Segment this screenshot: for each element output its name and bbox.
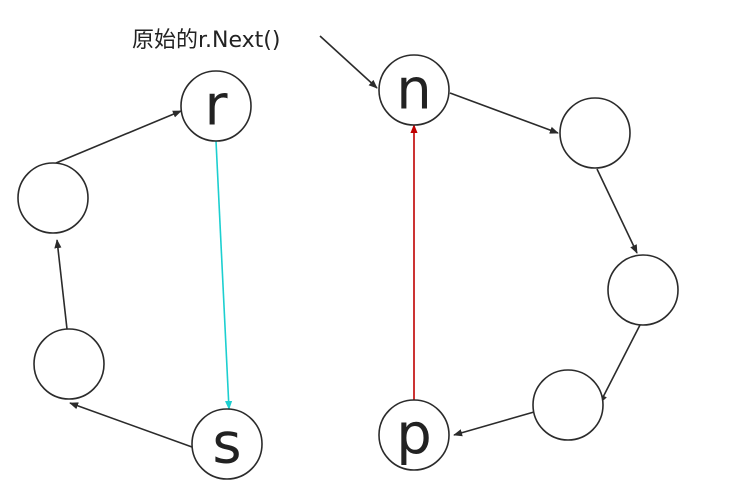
node-r: r: [180, 70, 252, 142]
node-p: p: [378, 399, 450, 471]
edge-r-to-s: [215, 140, 233, 410]
edge-s-to-left-lower: [69, 402, 193, 448]
node-left-upper: [17, 162, 89, 234]
edge-n-to-right-1: [449, 92, 559, 134]
node-p-label: p: [396, 403, 432, 468]
node-right-2: [607, 254, 679, 326]
node-right-1: [559, 97, 631, 169]
edge-right-2-to-right-3: [599, 324, 641, 404]
node-n: n: [378, 54, 450, 126]
node-n-label: n: [396, 58, 432, 123]
node-r-label: r: [204, 74, 228, 139]
node-s: s: [191, 408, 263, 480]
caption-pointer-arrow: [319, 35, 378, 89]
edge-right-3-to-p: [453, 411, 535, 437]
edge-left-lower-to-left-upper: [54, 239, 68, 330]
node-right-3: [532, 369, 604, 441]
edge-left-upper-to-r: [55, 110, 182, 164]
edge-right-1-to-right-2: [596, 168, 638, 254]
node-left-lower: [33, 328, 105, 400]
caption-label: 原始的r.Next(): [132, 28, 280, 53]
node-s-label: s: [212, 412, 241, 477]
